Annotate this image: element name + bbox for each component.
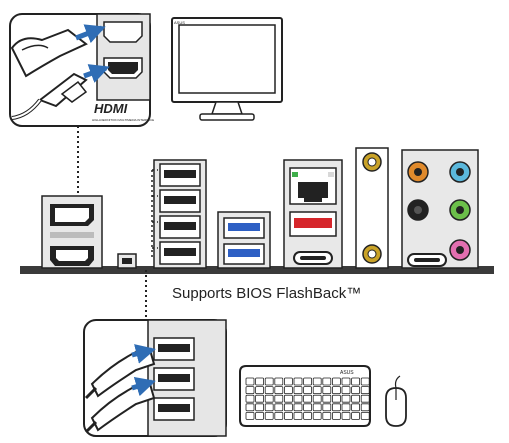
keyboard-key (331, 377, 341, 386)
keyboard-key (312, 403, 322, 412)
keyboard-key (322, 377, 332, 386)
keyboard-key (283, 411, 293, 420)
keyboard-key (322, 403, 332, 412)
keyboard-key (283, 377, 293, 386)
usb-callout (83, 319, 227, 437)
board-edge (20, 266, 494, 274)
keyboard-key (322, 386, 332, 395)
keyboard-key (322, 394, 332, 403)
usb-flashback-stack (153, 159, 207, 269)
hdmi-port-upper (103, 21, 143, 43)
keyboard-key (351, 411, 361, 420)
keyboard-key (255, 377, 265, 386)
keyboard-key (312, 386, 322, 395)
keyboard-key (274, 411, 284, 420)
audio-port-stack (401, 149, 479, 269)
monitor-brand-mark: ASUS (174, 20, 185, 25)
keyboard-key (303, 394, 313, 403)
keyboard-key (341, 377, 351, 386)
keyboard-key (293, 411, 303, 420)
keyboard-icon: ASUS (239, 365, 371, 427)
keyboard-key (360, 411, 370, 420)
hdmi-logo-subtext: HIGH-DEFINITION MULTIMEDIA INTERFACE (92, 118, 154, 122)
lan-usb-stack (283, 159, 343, 269)
wifi-antenna-connectors (355, 147, 389, 269)
keyboard-key (293, 377, 303, 386)
keyboard-key (255, 403, 265, 412)
keyboard-key (303, 411, 313, 420)
usb3-port-stack (217, 211, 271, 269)
keyboard-key (255, 394, 265, 403)
keyboard-key (351, 394, 361, 403)
keyboard-key (341, 386, 351, 395)
keyboard-key (360, 386, 370, 395)
insert-arrow-icon (75, 24, 106, 44)
keyboard-key (293, 403, 303, 412)
keyboard-key (264, 411, 274, 420)
keyboard-key (312, 394, 322, 403)
insert-arrow-icon (131, 344, 156, 364)
insert-arrow-icon (83, 64, 110, 83)
keyboard-key (274, 403, 284, 412)
keyboard-key (331, 386, 341, 395)
keyboard-key (322, 411, 332, 420)
keyboard-brand-mark: ASUS (340, 370, 354, 376)
keyboard-key (264, 377, 274, 386)
video-port-stack (41, 195, 103, 269)
flashback-caption: Supports BIOS FlashBack™ (172, 285, 362, 302)
keyboard-key (360, 377, 370, 386)
keyboard-key (341, 411, 351, 420)
displayport-cable-plug (10, 28, 88, 78)
keyboard-key (303, 386, 313, 395)
keyboard-key (245, 394, 255, 403)
keyboard-key (245, 411, 255, 420)
hdmi-cable-plug (11, 72, 88, 120)
keyboard-key (331, 411, 341, 420)
keyboard-key (283, 403, 293, 412)
keyboard-key (360, 394, 370, 403)
mouse-icon (385, 375, 407, 427)
keyboard-key (264, 394, 274, 403)
monitor-icon: ASUS (171, 17, 283, 121)
keyboard-key (331, 394, 341, 403)
keyboard-key (283, 394, 293, 403)
keyboard-key (274, 386, 284, 395)
keyboard-key (255, 386, 265, 395)
keyboard-key (312, 411, 322, 420)
insert-arrow-icon (131, 377, 156, 397)
keyboard-key (341, 394, 351, 403)
keyboard-key (264, 403, 274, 412)
keyboard-key (293, 386, 303, 395)
leader-bracket (151, 169, 158, 260)
keyboard-key (245, 386, 255, 395)
lan-led (292, 172, 298, 177)
hdmi-callout: HDMI HIGH-DEFINITION MULTIMEDIA INTERFAC… (9, 13, 154, 127)
bios-flashback-button (117, 253, 137, 269)
keyboard-key (341, 403, 351, 412)
keyboard-key (351, 386, 361, 395)
keyboard-key (245, 377, 255, 386)
keyboard-key (351, 377, 361, 386)
keyboard-key (274, 377, 284, 386)
keyboard-key (264, 386, 274, 395)
keyboard-key (303, 403, 313, 412)
keyboard-key (245, 403, 255, 412)
keyboard-key (283, 386, 293, 395)
keyboard-key (312, 377, 322, 386)
keyboard-key (303, 377, 313, 386)
keyboard-key (360, 403, 370, 412)
keyboard-key (255, 411, 265, 420)
keyboard-key (293, 394, 303, 403)
keyboard-key (351, 403, 361, 412)
hdmi-logo: HDMI (94, 101, 128, 116)
keyboard-key (331, 403, 341, 412)
keyboard-key (274, 394, 284, 403)
